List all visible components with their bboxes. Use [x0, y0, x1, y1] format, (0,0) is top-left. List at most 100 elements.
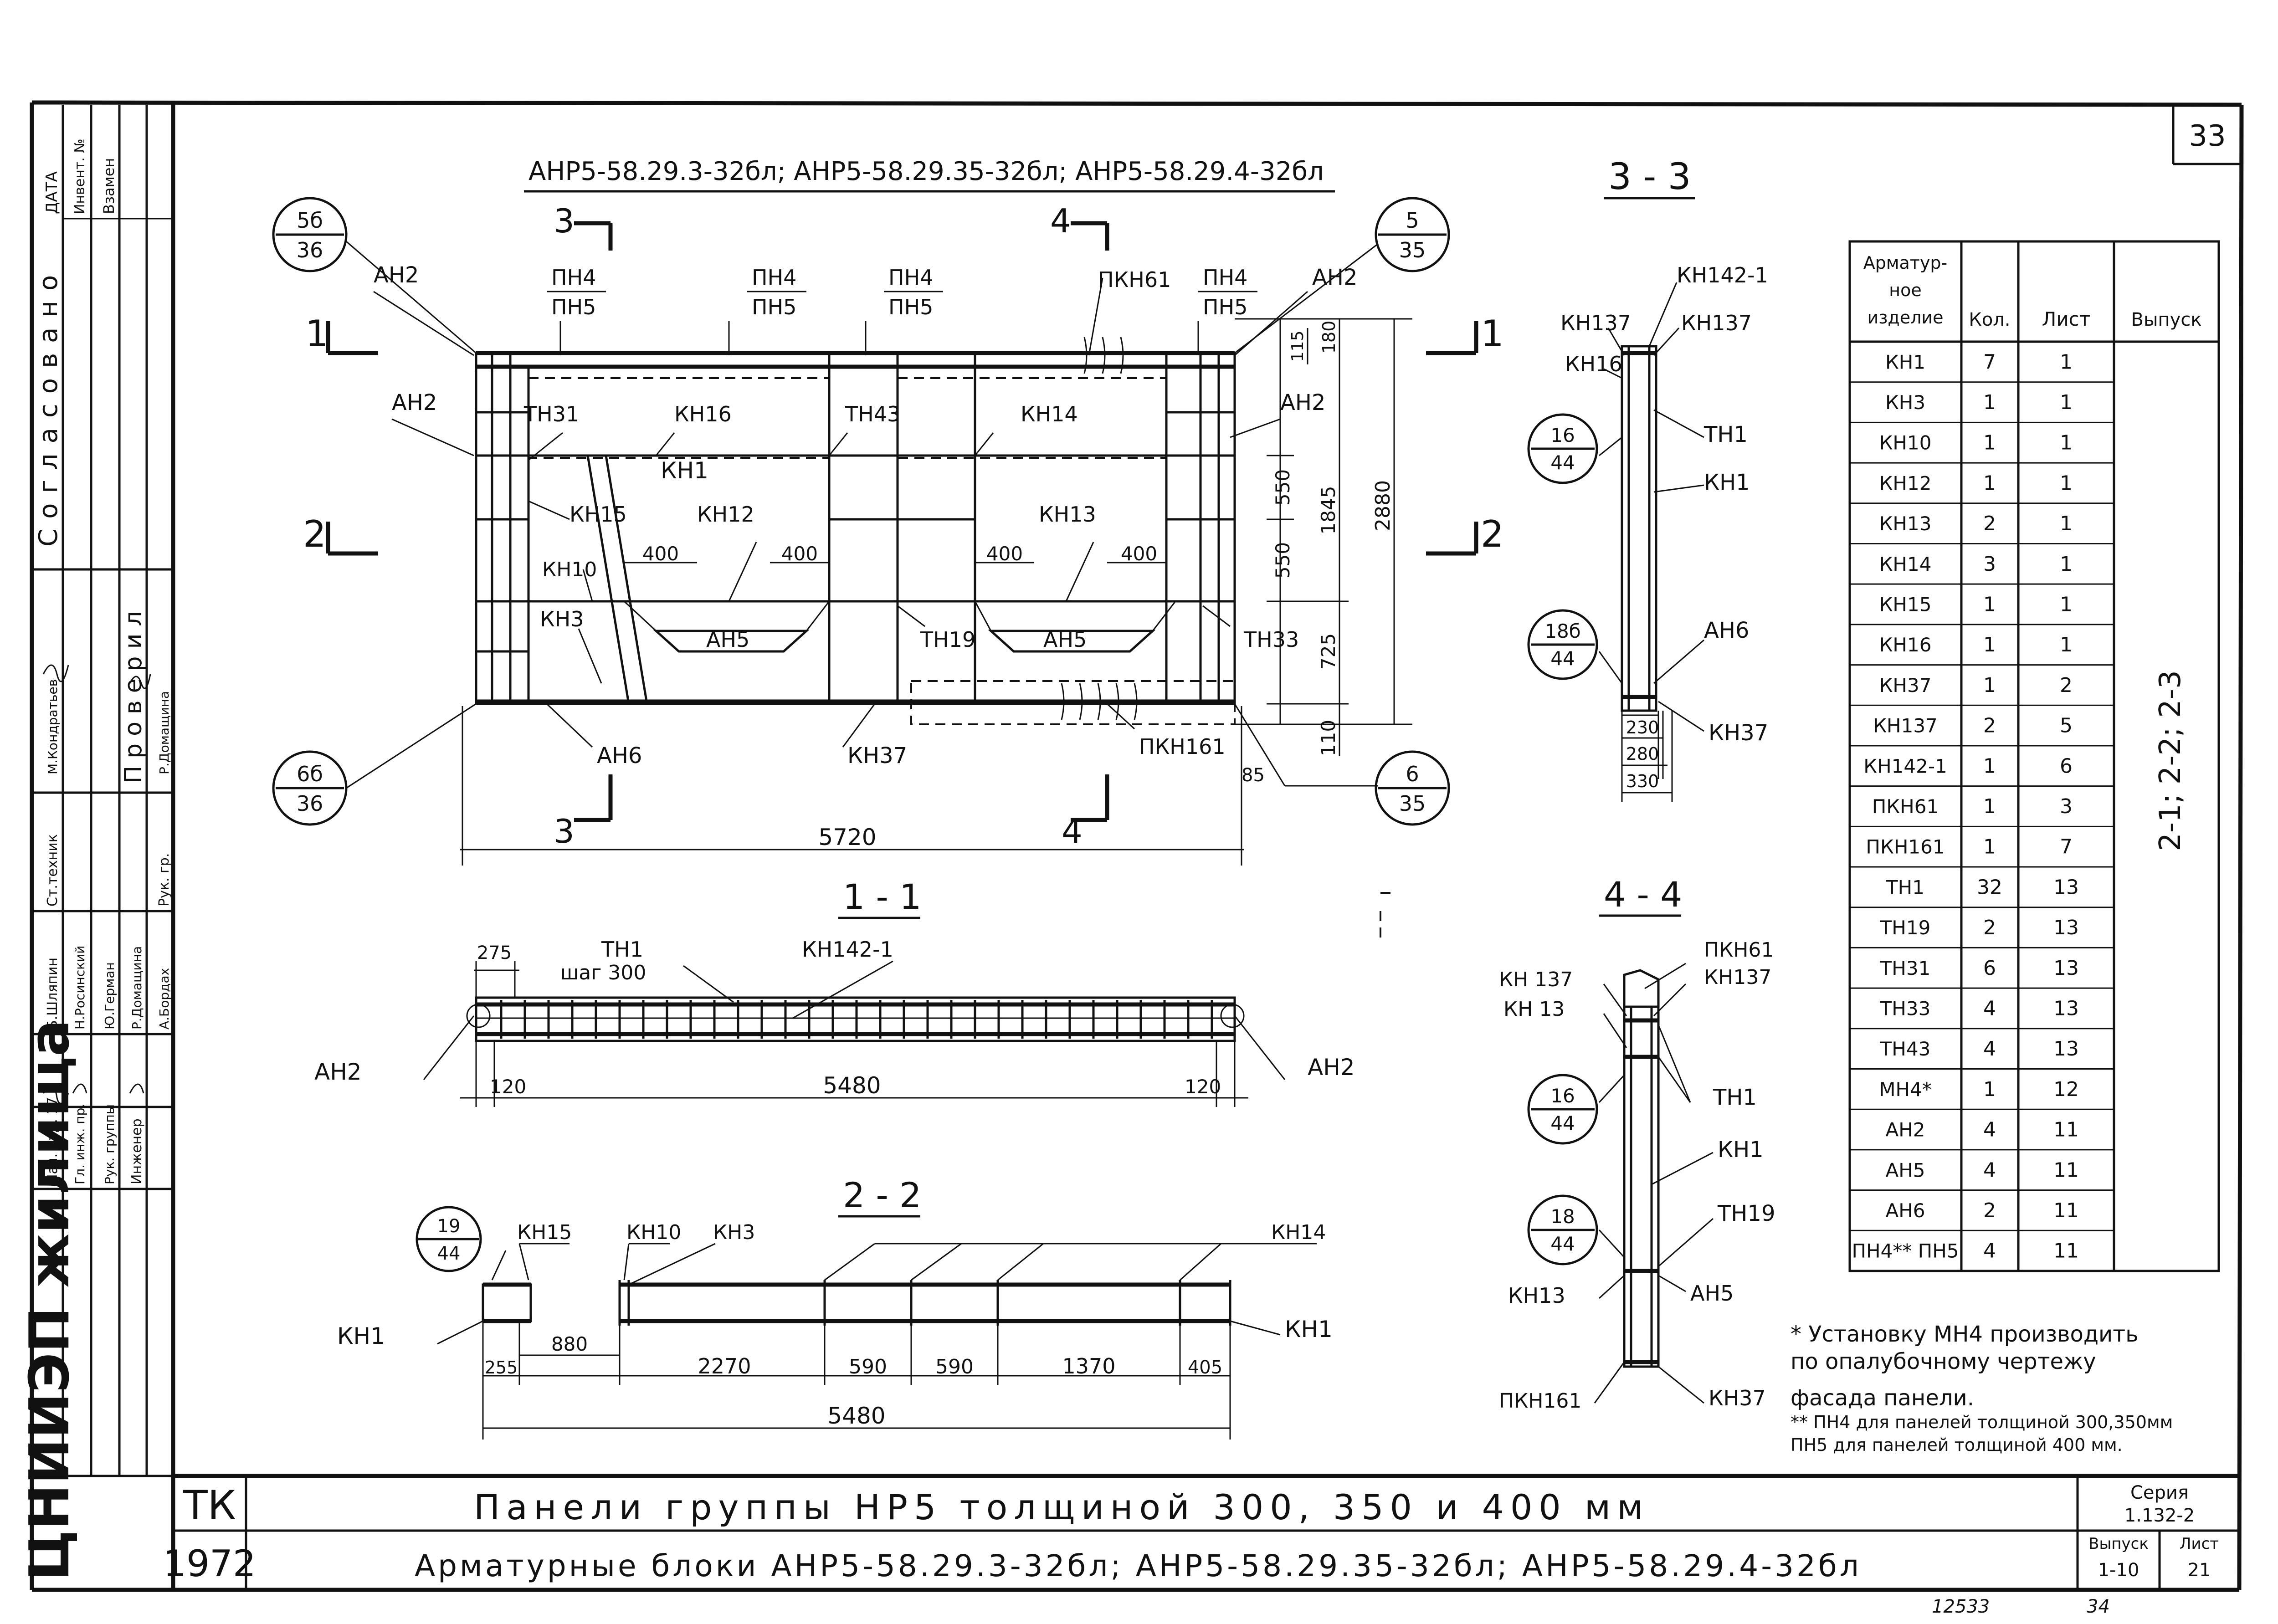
label-tn1: ТН1 — [1703, 422, 1748, 447]
label-kn142: КН142-1 — [1677, 263, 1768, 287]
spec-release-value: 2-1; 2-2; 2-3 — [2154, 670, 2187, 851]
section-4-4-title: 4 - 4 — [1604, 874, 1682, 915]
label-kn10: КН10 — [542, 558, 597, 581]
spec-cell-item: КН12 — [1879, 472, 1932, 494]
stamp-date: ДАТА — [43, 171, 61, 214]
label-kn1: КН1 — [1718, 1137, 1764, 1163]
dim-400: 400 — [642, 543, 679, 565]
dim-550: 550 — [1272, 469, 1294, 506]
spec-cell-item: КН16 — [1879, 634, 1932, 656]
spec-cell-item: МН4* — [1879, 1078, 1932, 1101]
dim-2880: 2880 — [1371, 480, 1395, 531]
spec-cell-qty: 4 — [1983, 1158, 1996, 1182]
label-an6: АН6 — [597, 743, 642, 768]
note-line: по опалубочному чертежу — [1791, 1349, 2096, 1374]
stamp-role: Рук. группы — [102, 1104, 117, 1184]
label-kn1: КН1 — [1704, 470, 1750, 495]
dim-275: 275 — [477, 943, 512, 963]
label-kn16: КН16 — [674, 402, 732, 426]
sheet-number: 33 — [2189, 119, 2226, 153]
label-pkn161: ПКН161 — [1499, 1389, 1581, 1413]
section-marker-3: 3 — [554, 202, 575, 240]
label-tn19: ТН19 — [1717, 1201, 1775, 1226]
stamp-name: Р.Домащина — [157, 691, 172, 774]
bubble-bottom: 35 — [1399, 791, 1426, 816]
callout-bubble: 6б 36 — [272, 703, 477, 826]
spec-cell-item: АН6 — [1885, 1199, 1925, 1222]
spec-cell-qty: 6 — [1983, 957, 1996, 980]
spec-cell-item: КН10 — [1879, 432, 1932, 454]
dim-400: 400 — [986, 543, 1023, 565]
section-marker-4: 4 — [1062, 812, 1083, 850]
label-kn1: КН1 — [661, 457, 708, 484]
spec-cell-item: ПКН161 — [1866, 836, 1945, 858]
dim-1845: 1845 — [1317, 486, 1339, 535]
title-release: 1-10 — [2098, 1560, 2139, 1581]
spec-cell-qty: 2 — [1983, 1199, 1996, 1222]
bubble-top: 16 — [1550, 424, 1575, 446]
bubble-top: 6 — [1406, 762, 1419, 786]
spec-header-item-1: Арматур- — [1863, 253, 1948, 273]
elevation-view — [475, 337, 1236, 725]
spec-cell-sheet: 11 — [2053, 1199, 2079, 1222]
dim-120: 120 — [1185, 1076, 1221, 1098]
bubble-top: 16 — [1550, 1085, 1575, 1107]
section-marker-2: 2 — [303, 513, 326, 555]
stamp-replaces: Взамен — [100, 158, 118, 214]
label-an2: АН2 — [392, 390, 437, 415]
dim-2270: 2270 — [698, 1354, 751, 1378]
label-tn1: ТН1 — [601, 937, 643, 962]
stamp-name: Ю.Герман — [102, 962, 117, 1030]
dim-405: 405 — [1188, 1357, 1222, 1378]
section-4-4-view — [1594, 963, 1714, 1404]
label-an2: АН2 — [1280, 390, 1325, 415]
title-series-label: Серия — [2130, 1482, 2189, 1503]
label-kn1: КН1 — [337, 1323, 385, 1349]
label-pkn61: ПКН61 — [1704, 938, 1774, 962]
spec-cell-item: АН2 — [1885, 1119, 1925, 1141]
leader-lines — [373, 277, 1308, 748]
section-3-3-title: 3 - 3 — [1608, 155, 1691, 198]
stamp-role: Гл. инж. пр. — [72, 1104, 87, 1184]
spec-table — [1848, 240, 2220, 1272]
spec-cell-item: КН13 — [1879, 512, 1932, 535]
label-kn15: КН15 — [570, 502, 627, 527]
dim-115: 115 — [1288, 331, 1307, 362]
spec-cell-sheet: 13 — [2053, 916, 2079, 939]
label-kn3: КН3 — [713, 1221, 755, 1244]
label-kn37: КН37 — [1708, 720, 1768, 746]
spec-cell-sheet: 5 — [2060, 714, 2073, 738]
label-kn13: КН13 — [1508, 1283, 1565, 1308]
bubble-top: 5б — [297, 208, 323, 233]
dim-400: 400 — [1121, 543, 1157, 565]
label-kn142: КН142-1 — [802, 937, 893, 962]
callout-bubble: 18 44 — [1527, 1194, 1598, 1265]
label-kn10: КН10 — [626, 1221, 681, 1244]
label-kn37: КН37 — [847, 743, 907, 768]
stamp-name: Б.Шляпин — [45, 958, 61, 1030]
label-pn4: ПН4 — [551, 265, 596, 290]
bubble-bottom: 36 — [297, 238, 323, 262]
callout-bubble: 16 44 — [1527, 1074, 1598, 1145]
spec-cell-sheet: 6 — [2060, 754, 2073, 778]
spec-cell-qty: 1 — [1983, 431, 1996, 455]
spec-cell-qty: 1 — [1983, 754, 1996, 778]
elevation-dimensions — [460, 318, 1412, 866]
bubble-top: 6б — [297, 762, 323, 786]
bubble-top: 19 — [437, 1216, 461, 1237]
spec-cell-sheet: 1 — [2060, 512, 2073, 535]
callout-bubble: 5 35 — [1234, 197, 1450, 354]
spec-cell-item: КН1 — [1885, 351, 1925, 373]
stamp-role: Рук. гр. — [156, 853, 172, 907]
section-marker-4: 4 — [1050, 202, 1071, 240]
section-marker-1: 1 — [1481, 313, 1504, 355]
label-an2: АН2 — [314, 1059, 362, 1085]
spec-cell-item: КН37 — [1879, 674, 1932, 697]
label-tn19: ТН19 — [920, 627, 975, 652]
label-pn5: ПН5 — [551, 295, 596, 319]
label-tn1: ТН1 — [1713, 1085, 1757, 1110]
spec-cell-item: АН5 — [1885, 1159, 1925, 1181]
stamp-checked: Проверил — [120, 604, 147, 784]
dim-5480: 5480 — [827, 1403, 885, 1429]
